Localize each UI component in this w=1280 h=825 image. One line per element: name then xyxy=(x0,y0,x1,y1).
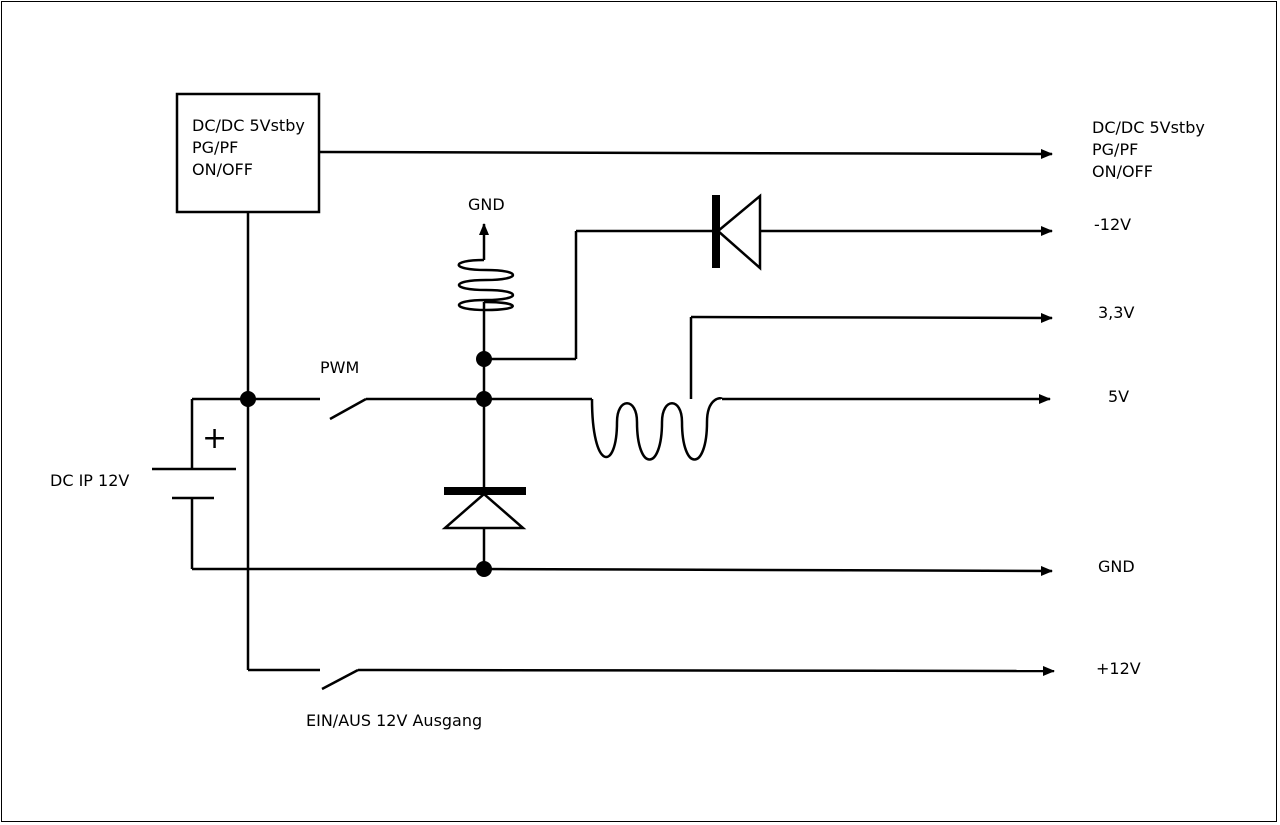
pos12-output-label: +12V xyxy=(1096,659,1141,678)
main-switch-blade xyxy=(321,668,359,691)
junction-dot-ground xyxy=(476,561,492,577)
battery-plus-sign: + xyxy=(202,421,228,456)
converter-box-line-1: DC/DC 5Vstby xyxy=(192,116,305,135)
small-inductor-coil xyxy=(457,258,515,312)
main-switch-label: EIN/AUS 12V Ausgang xyxy=(306,711,483,730)
neg12-diode-triangle xyxy=(716,193,762,271)
v33-output-label: 3,3V xyxy=(1098,303,1135,322)
standby-output-line-2: PG/PF xyxy=(1092,140,1139,159)
converter-box-label: DC/DC 5Vstby PG/PF ON/OFF xyxy=(192,115,305,181)
junction-dot-neg12 xyxy=(476,351,492,367)
freewheel-diode-triangle xyxy=(441,492,527,530)
inductor-gnd-label: GND xyxy=(468,195,505,214)
standby-output-line-3: ON/OFF xyxy=(1092,162,1153,181)
gnd-output-label: GND xyxy=(1098,557,1135,576)
v33-output-wire xyxy=(690,312,1053,323)
converter-box-line-3: ON/OFF xyxy=(192,160,253,179)
converter-box-line-2: PG/PF xyxy=(192,138,239,157)
standby-output-wire xyxy=(318,148,1053,159)
pwm-switch-label: PWM xyxy=(320,358,360,377)
gnd-output-wire xyxy=(483,565,1053,576)
pwm-switch-blade xyxy=(329,397,367,421)
standby-output-line-1: DC/DC 5Vstby xyxy=(1092,118,1205,137)
standby-output-label: DC/DC 5Vstby PG/PF ON/OFF xyxy=(1092,117,1205,183)
pos12-output-wire xyxy=(357,665,1055,676)
junction-dot-input xyxy=(240,391,256,407)
input-voltage-label: DC IP 12V xyxy=(50,471,130,490)
neg12-output-label: -12V xyxy=(1094,215,1132,234)
junction-dot-switch-node xyxy=(476,391,492,407)
v5-output-label: 5V xyxy=(1108,387,1130,406)
main-inductor-coil xyxy=(590,396,724,461)
